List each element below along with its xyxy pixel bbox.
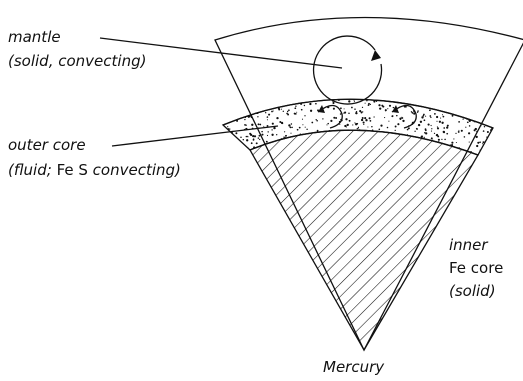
- outer-core-state-label: (fluid; Fe S convecting): [8, 161, 181, 179]
- outer-core-convection-arrows: [318, 105, 416, 128]
- inner-core-label-line3: (solid): [449, 282, 496, 300]
- planet-name-label: Mercury: [323, 358, 385, 376]
- mantle-label: mantle: [8, 28, 61, 46]
- inner-core-label-line1: inner: [449, 236, 488, 254]
- mantle-convection-arrow: [314, 36, 382, 104]
- outer-core-label: outer core: [8, 136, 86, 154]
- mantle-state-label: (solid, convecting): [8, 52, 146, 70]
- inner-core-label-line2: Fe core: [449, 259, 503, 277]
- inner-core-region: [200, 90, 520, 370]
